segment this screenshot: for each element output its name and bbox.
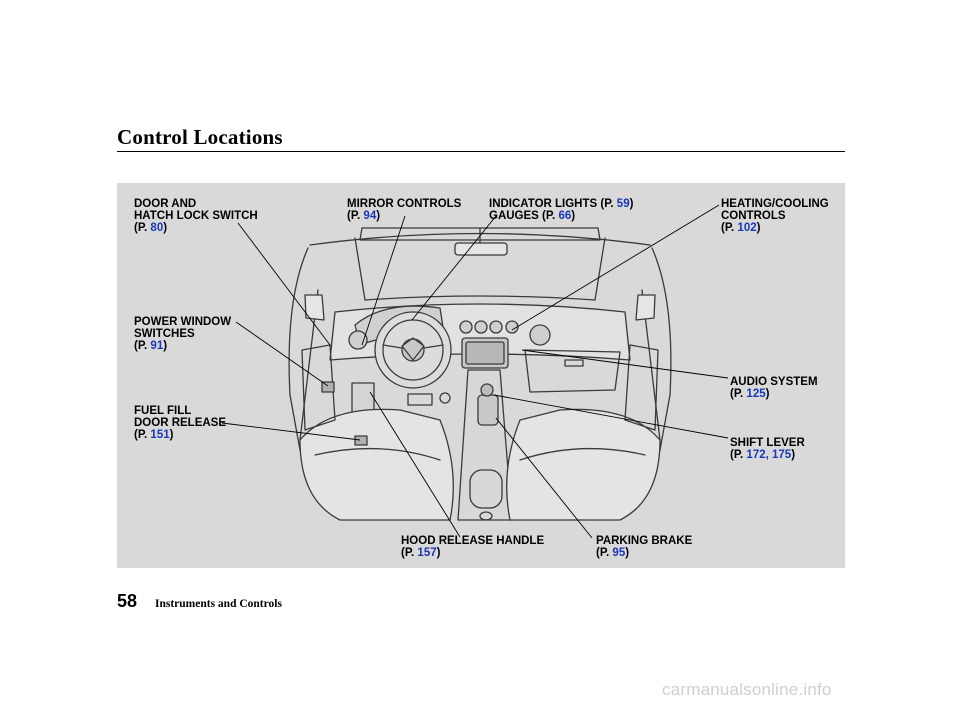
- label-fuel-fill-door-release: FUEL FILL DOOR RELEASE (P. 151): [134, 405, 226, 441]
- mirror-prefix: (P.: [347, 210, 364, 222]
- shift-line1: SHIFT LEVER: [730, 437, 805, 449]
- door-lock-line2: HATCH LOCK SWITCH: [134, 210, 258, 222]
- label-heating-cooling-controls: HEATING/COOLING CONTROLS (P. 102): [721, 198, 829, 234]
- label-mirror-controls: MIRROR CONTROLS (P. 94): [347, 198, 461, 222]
- label-hood-release-handle: HOOD RELEASE HANDLE (P. 157): [401, 535, 544, 559]
- section-title: Instruments and Controls: [155, 598, 282, 610]
- fuel-fill-line2: DOOR RELEASE: [134, 417, 227, 429]
- hood-prefix: (P.: [401, 547, 418, 559]
- heating-line2: CONTROLS: [721, 210, 786, 222]
- label-power-window-switches: POWER WINDOW SWITCHES (P. 91): [134, 316, 231, 352]
- power-window-line2: SWITCHES: [134, 328, 195, 340]
- fuel-fill-line1: FUEL FILL: [134, 405, 192, 417]
- gauges-line1: GAUGES: [489, 210, 539, 222]
- page-title: Control Locations: [117, 125, 283, 149]
- audio-page-ref[interactable]: 125: [746, 388, 766, 400]
- gauges-page-ref[interactable]: 66: [558, 210, 572, 222]
- label-indicator-lights-gauges: INDICATOR LIGHTS (P. 59) GAUGES (P. 66): [489, 198, 633, 222]
- fuel-fill-page-ref[interactable]: 151: [150, 429, 170, 441]
- hood-page-ref[interactable]: 157: [417, 547, 437, 559]
- indicator-page-ref[interactable]: 59: [616, 198, 630, 210]
- gauges-suffix: ): [571, 210, 576, 222]
- parking-prefix: (P.: [596, 547, 613, 559]
- fuel-fill-suffix: ): [169, 429, 174, 441]
- parking-suffix: ): [625, 547, 630, 559]
- fuel-fill-prefix: (P.: [134, 429, 151, 441]
- hood-line1: HOOD RELEASE HANDLE: [401, 535, 545, 547]
- label-shift-lever: SHIFT LEVER (P. 172, 175): [730, 437, 805, 461]
- door-lock-page-ref[interactable]: 80: [150, 222, 164, 234]
- shift-page-ref[interactable]: 172, 175: [746, 449, 792, 461]
- shift-prefix: (P.: [730, 449, 747, 461]
- label-audio-system: AUDIO SYSTEM (P. 125): [730, 376, 818, 400]
- page-number: 58: [117, 591, 138, 611]
- door-lock-prefix: (P.: [134, 222, 151, 234]
- indicator-prefix: (P.: [597, 198, 617, 210]
- mirror-page-ref[interactable]: 94: [363, 210, 377, 222]
- power-window-line1: POWER WINDOW: [134, 316, 232, 328]
- title-rule: [117, 151, 845, 152]
- heating-page-ref[interactable]: 102: [737, 222, 757, 234]
- heating-line1: HEATING/COOLING: [721, 198, 829, 210]
- hood-suffix: ): [436, 547, 441, 559]
- door-lock-line1: DOOR AND: [134, 198, 197, 210]
- parking-line1: PARKING BRAKE: [596, 535, 693, 547]
- door-lock-suffix: ): [163, 222, 168, 234]
- gauges-prefix: (P.: [538, 210, 559, 222]
- power-window-prefix: (P.: [134, 340, 151, 352]
- audio-line1: AUDIO SYSTEM: [730, 376, 818, 388]
- power-window-suffix: ): [163, 340, 168, 352]
- parking-page-ref[interactable]: 95: [612, 547, 626, 559]
- heating-prefix: (P.: [721, 222, 738, 234]
- mirror-line1: MIRROR CONTROLS: [347, 198, 462, 210]
- watermark: carmanualsonline.info: [662, 680, 832, 699]
- label-door-hatch-lock-switch: DOOR AND HATCH LOCK SWITCH (P. 80): [134, 198, 258, 234]
- mirror-suffix: ): [376, 210, 381, 222]
- label-parking-brake: PARKING BRAKE (P. 95): [596, 535, 692, 559]
- audio-prefix: (P.: [730, 388, 747, 400]
- indicator-line1: INDICATOR LIGHTS: [489, 198, 598, 210]
- audio-suffix: ): [765, 388, 770, 400]
- heating-suffix: ): [756, 222, 761, 234]
- power-window-page-ref[interactable]: 91: [150, 340, 164, 352]
- shift-suffix: ): [791, 449, 796, 461]
- indicator-suffix: ): [629, 198, 634, 210]
